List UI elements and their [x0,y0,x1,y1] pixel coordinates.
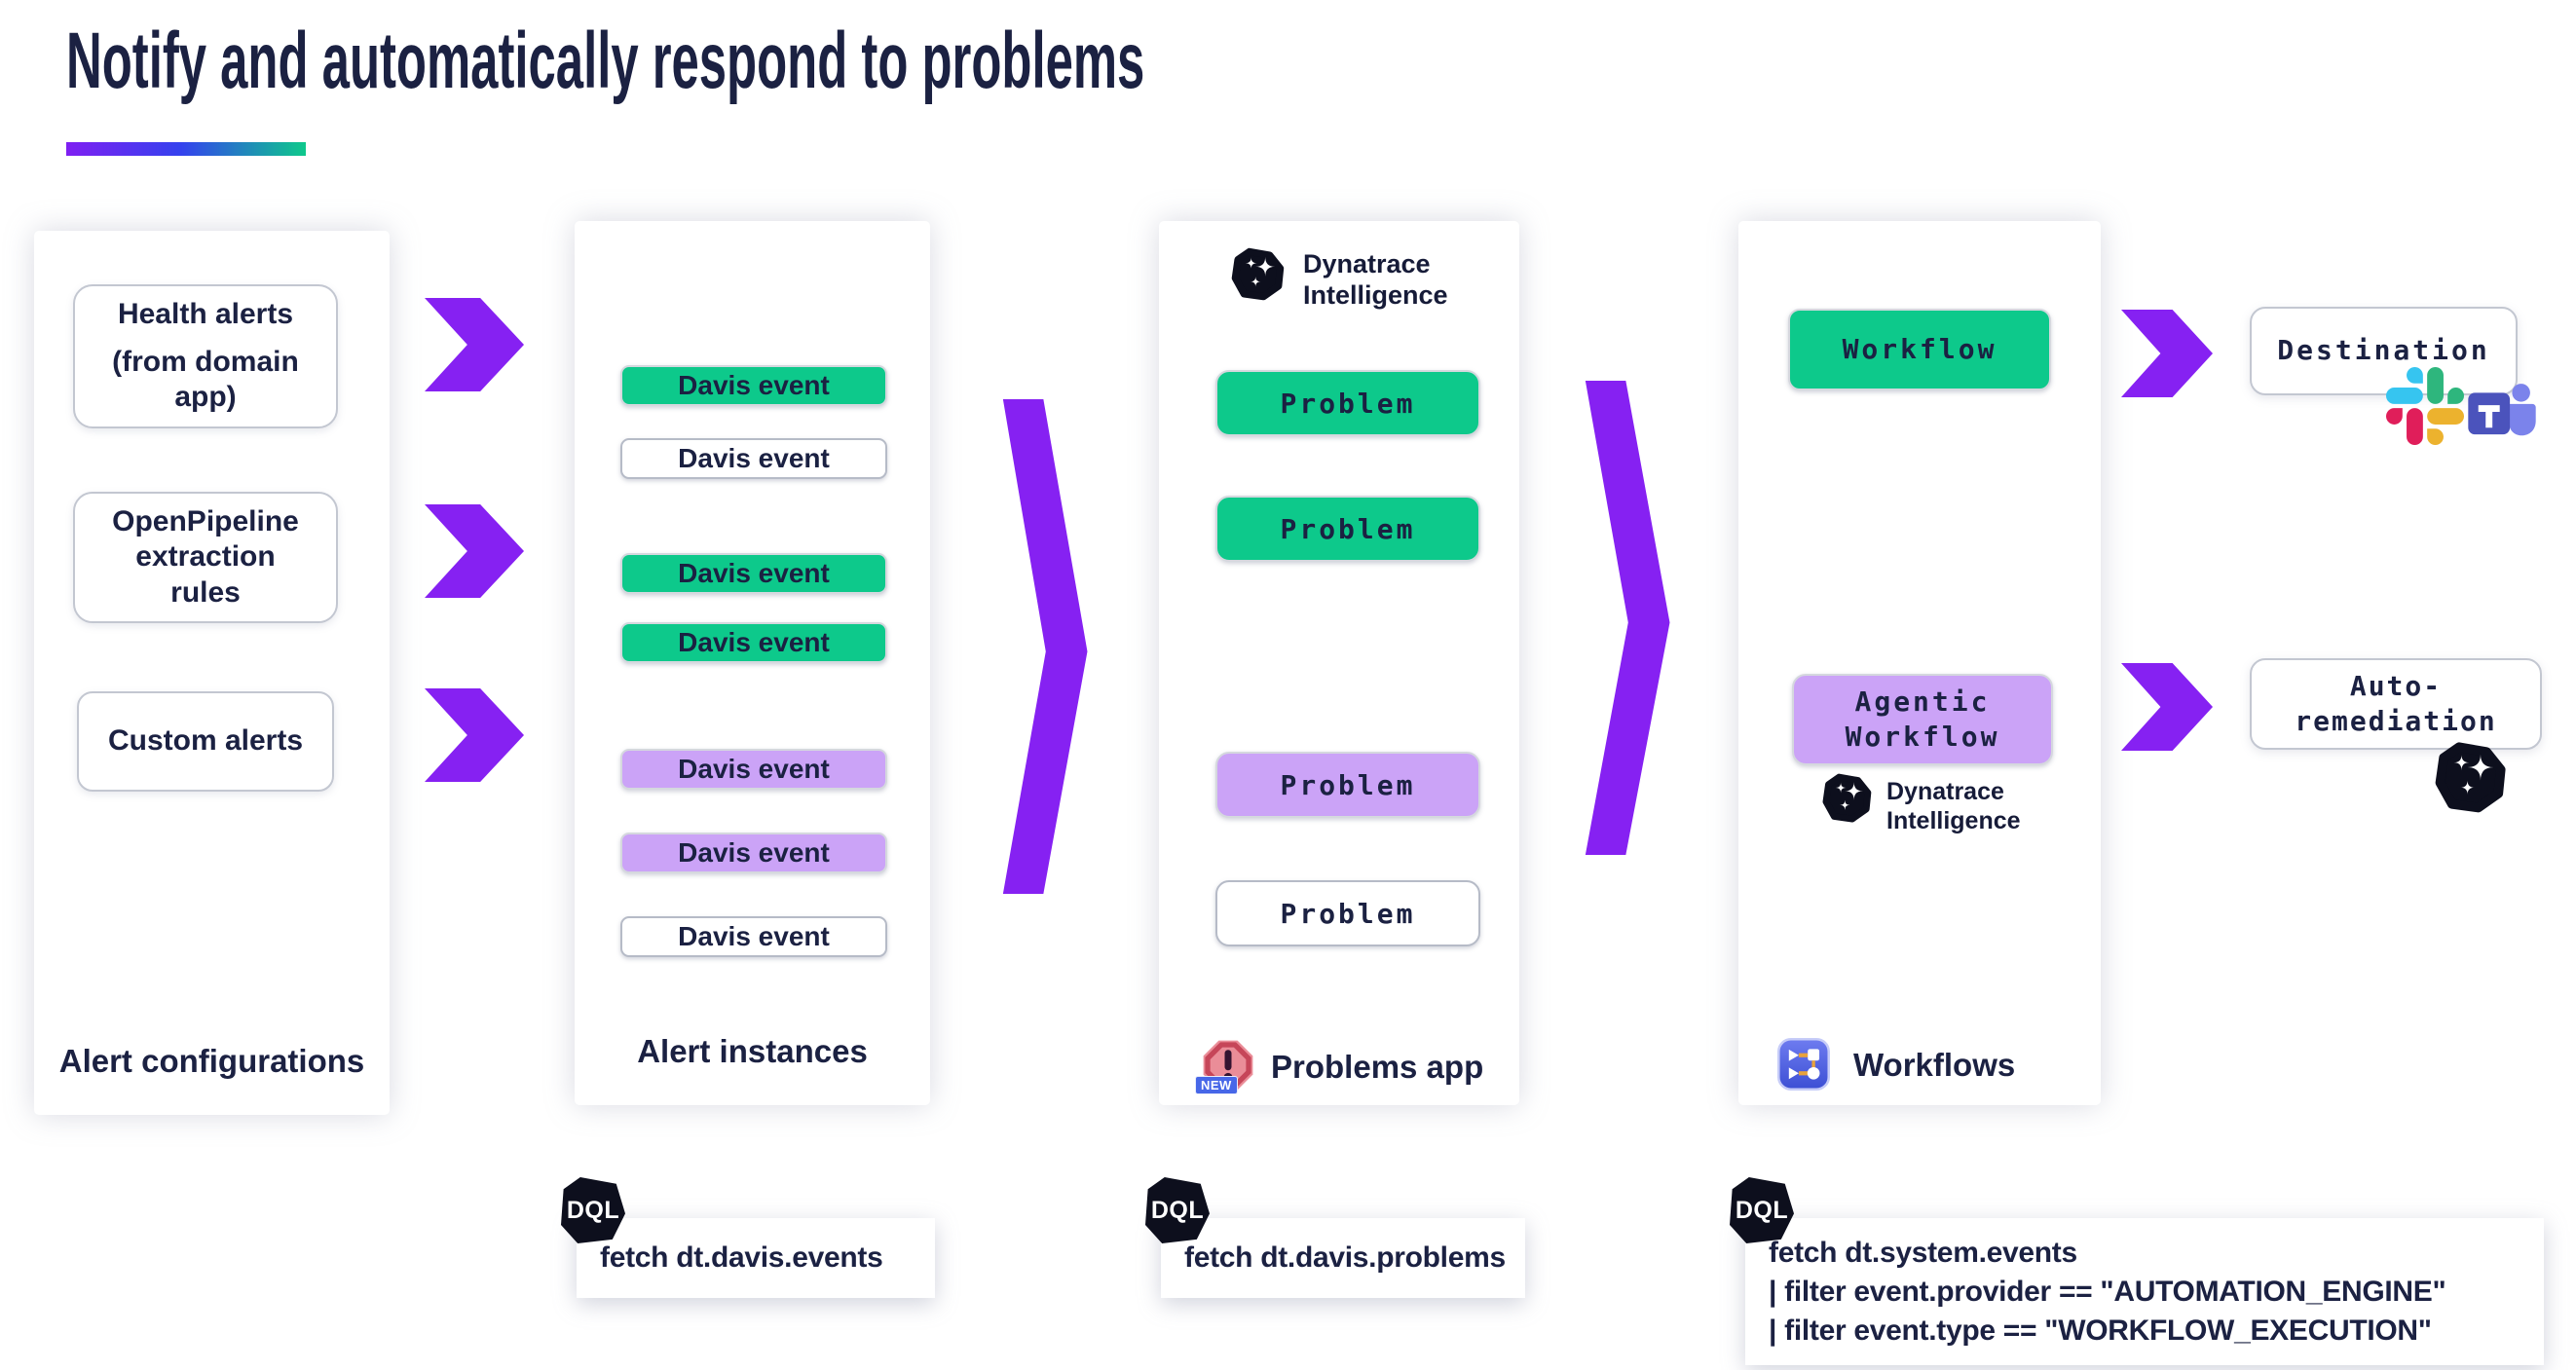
custom-alerts-box: Custom alerts [77,691,334,792]
chevron-arrow-icon [425,504,524,598]
panel-workflows: Workflow Agentic Workflow Dynatrace Inte… [1738,221,2101,1105]
dql-badge-icon: DQL [1145,1177,1210,1243]
chevron-arrow-icon [2121,663,2213,751]
dynatrace-intelligence-icon [1231,247,1285,301]
panel-alert-configurations: Health alerts (from domain app) OpenPipe… [34,231,390,1115]
destination-box: Destination [2250,307,2518,395]
health-alerts-sublabel: (from domain app) [112,345,299,414]
workflow-pill: Workflow [1788,309,2051,390]
chevron-band-icon [1002,399,1088,894]
davis-event-pill: Davis event [620,916,887,957]
problems-app-label: Problems app [1271,1049,1484,1085]
davis-event-pill: Davis event [620,622,887,663]
davis-event-pill: Davis event [620,553,887,594]
openpipeline-rules-box: OpenPipeline extraction rules [73,492,338,623]
dynatrace-intelligence-label: Dynatrace Intelligence [1886,778,2021,834]
chevron-arrow-icon [425,298,524,391]
chevron-arrow-icon [2121,310,2213,397]
dql-query-box: fetch dt.davis.events [577,1218,935,1298]
health-alerts-box: Health alerts (from domain app) [73,284,338,428]
health-alerts-label: Health alerts [117,298,294,331]
chevron-arrow-icon [425,688,524,782]
davis-event-pill: Davis event [620,438,887,479]
new-badge: NEW [1195,1076,1238,1094]
workflows-label: Workflows [1853,1047,2016,1083]
problem-pill: Problem [1215,752,1480,818]
dynatrace-intelligence-icon [1822,773,1872,823]
slack-icon [2386,367,2464,445]
agentic-workflow-pill: Agentic Workflow [1792,674,2053,765]
dql-query-box: fetch dt.system.events | filter event.pr… [1745,1218,2544,1365]
chevron-band-icon [1585,381,1670,855]
panel-label-alert-instances: Alert instances [637,1033,868,1069]
davis-event-pill: Davis event [620,749,887,790]
problems-app-icon: NEW [1195,1038,1255,1096]
problem-pill: Problem [1215,496,1480,562]
dql-query-box: fetch dt.davis.problems [1161,1218,1525,1298]
davis-event-pill: Davis event [620,365,887,406]
panel-label-alert-configurations: Alert configurations [58,1043,365,1079]
auto-remediation-box: Auto- remediation [2250,658,2542,750]
custom-alerts-label: Custom alerts [107,724,304,758]
dynatrace-intelligence-label: Dynatrace Intelligence [1303,249,1448,311]
page-title: Notify and automatically respond to prob… [66,17,1145,105]
title-underline-gradient [66,142,306,156]
problem-pill: Problem [1215,370,1480,436]
problem-pill: Problem [1215,880,1480,946]
panel-problems-app: Dynatrace Intelligence Problem Problem P… [1159,221,1519,1105]
dql-badge-icon: DQL [1730,1177,1794,1243]
openpipeline-rules-label: OpenPipeline extraction rules [112,504,299,609]
davis-event-pill: Davis event [620,833,887,873]
teams-icon [2468,384,2536,436]
dql-badge-icon: DQL [561,1177,625,1243]
dynatrace-intelligence-icon [2435,742,2506,813]
workflows-app-icon [1777,1038,1830,1091]
panel-alert-instances: Davis event Davis event Davis event Davi… [575,221,930,1105]
